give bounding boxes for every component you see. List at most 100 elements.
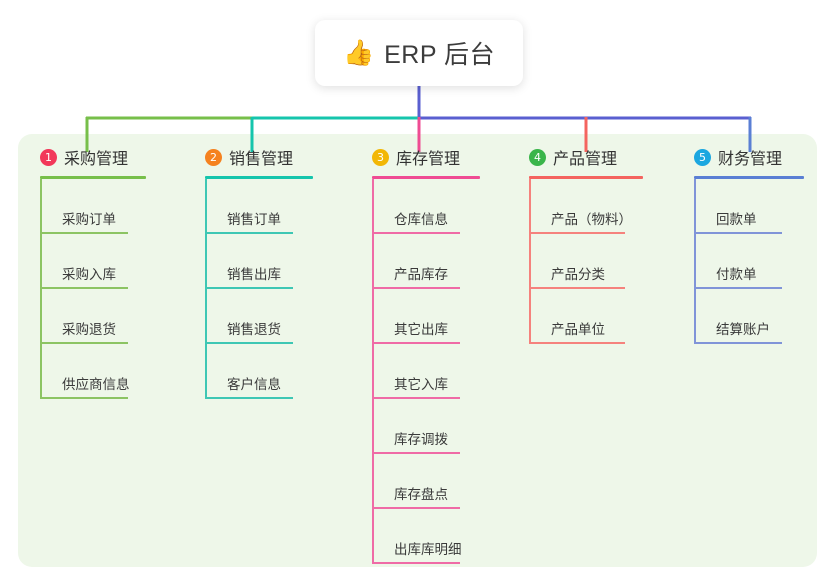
branch-underline	[694, 176, 804, 179]
branch-item-underline	[40, 397, 128, 399]
branch-item[interactable]: 销售订单	[205, 179, 313, 234]
branch-item-stem	[694, 179, 696, 234]
branch-header-5[interactable]: 5 财务管理	[694, 146, 804, 168]
branch-header-1[interactable]: 1 采购管理	[40, 146, 146, 168]
branch-item-label: 产品分类	[551, 267, 605, 282]
branch-item[interactable]: 产品（物料）	[529, 179, 643, 234]
branch-item-label: 库存盘点	[394, 487, 448, 502]
branch-item-underline	[694, 342, 782, 344]
branch-item-underline	[205, 232, 293, 234]
branch-item[interactable]: 销售出库	[205, 234, 313, 289]
branch-header-2[interactable]: 2 销售管理	[205, 146, 313, 168]
branch-item[interactable]: 客户信息	[205, 344, 313, 399]
branch-item[interactable]: 其它出库	[372, 289, 480, 344]
branch-item-stem	[372, 399, 374, 454]
branch-item-stem	[40, 289, 42, 344]
branch-column-5: 5 财务管理回款单付款单结算账户	[694, 146, 804, 344]
branch-item-underline	[205, 342, 293, 344]
branch-item-label: 回款单	[716, 212, 757, 227]
branch-item-label: 其它入库	[394, 377, 448, 392]
diagram-panel	[18, 134, 817, 567]
branch-item-label: 销售出库	[227, 267, 281, 282]
branch-item-underline	[372, 397, 460, 399]
branch-item-stem	[372, 179, 374, 234]
branch-item-label: 结算账户	[716, 322, 770, 337]
branch-item[interactable]: 销售退货	[205, 289, 313, 344]
branch-item-underline	[529, 287, 625, 289]
branch-item-stem	[40, 344, 42, 399]
branch-item-label: 采购入库	[62, 267, 116, 282]
thumbs-up-icon: 👍	[342, 38, 375, 67]
branch-item-label: 客户信息	[227, 377, 281, 392]
branch-item-stem	[694, 234, 696, 289]
branch-index-badge: 5	[694, 148, 711, 166]
branch-item-underline	[40, 232, 128, 234]
branch-index-badge: 3	[372, 148, 389, 166]
branch-item-label: 供应商信息	[62, 377, 130, 392]
branch-item-underline	[529, 342, 625, 344]
branch-item-label: 产品库存	[394, 267, 448, 282]
branch-item-stem	[372, 344, 374, 399]
branch-item[interactable]: 供应商信息	[40, 344, 146, 399]
branch-item-underline	[372, 507, 460, 509]
branch-item-stem	[372, 234, 374, 289]
branch-title: 销售管理	[229, 151, 294, 168]
branch-item-stem	[205, 289, 207, 344]
branch-item-list: 产品（物料） 产品分类产品单位	[529, 179, 643, 344]
branch-item-stem	[529, 179, 531, 234]
branch-item-stem	[694, 289, 696, 344]
branch-item-underline	[372, 562, 460, 564]
branch-item-list: 回款单付款单结算账户	[694, 179, 804, 344]
branch-item[interactable]: 结算账户	[694, 289, 804, 344]
branch-item-stem	[529, 234, 531, 289]
branch-underline	[529, 176, 643, 179]
branch-column-2: 2 销售管理销售订单销售出库销售退货客户信息	[205, 146, 313, 399]
branch-item-underline	[372, 452, 460, 454]
branch-item[interactable]: 产品分类	[529, 234, 643, 289]
branch-item-underline	[40, 287, 128, 289]
branch-item-underline	[372, 232, 460, 234]
branch-item[interactable]: 仓库信息	[372, 179, 480, 234]
branch-item-label: 采购退货	[62, 322, 116, 337]
branch-item[interactable]: 回款单	[694, 179, 804, 234]
branch-item-label: 产品（物料）	[551, 212, 632, 227]
branch-item-stem	[40, 179, 42, 234]
branch-title: 产品管理	[553, 151, 618, 168]
branch-header-4[interactable]: 4 产品管理	[529, 146, 643, 168]
branch-item[interactable]: 库存盘点	[372, 454, 480, 509]
branch-item[interactable]: 出库库明细	[372, 509, 480, 564]
branch-index-badge: 4	[529, 148, 546, 166]
root-node-card[interactable]: 👍 ERP 后台	[315, 20, 523, 86]
branch-item[interactable]: 付款单	[694, 234, 804, 289]
branch-item[interactable]: 采购退货	[40, 289, 146, 344]
branch-index-badge: 2	[205, 148, 222, 166]
branch-item-label: 销售退货	[227, 322, 281, 337]
branch-item-list: 销售订单销售出库销售退货客户信息	[205, 179, 313, 399]
branch-underline	[40, 176, 146, 179]
branch-column-4: 4 产品管理产品（物料） 产品分类产品单位	[529, 146, 643, 344]
branch-item[interactable]: 产品单位	[529, 289, 643, 344]
branch-item-underline	[372, 287, 460, 289]
branch-item[interactable]: 采购入库	[40, 234, 146, 289]
branch-item-underline	[205, 287, 293, 289]
branch-item-label: 仓库信息	[394, 212, 448, 227]
branch-title: 财务管理	[718, 151, 783, 168]
branch-item[interactable]: 采购订单	[40, 179, 146, 234]
branch-title: 采购管理	[64, 151, 129, 168]
branch-index-badge: 1	[40, 148, 57, 166]
branch-item-stem	[372, 289, 374, 344]
branch-item[interactable]: 库存调拨	[372, 399, 480, 454]
branch-item-label: 产品单位	[551, 322, 605, 337]
branch-item-label: 其它出库	[394, 322, 448, 337]
branch-item[interactable]: 产品库存	[372, 234, 480, 289]
branch-item-underline	[205, 397, 293, 399]
branch-item-stem	[205, 234, 207, 289]
branch-item-underline	[529, 232, 625, 234]
branch-item[interactable]: 其它入库	[372, 344, 480, 399]
page-title: ERP 后台	[384, 41, 496, 69]
branch-item-underline	[372, 342, 460, 344]
branch-item-underline	[694, 287, 782, 289]
branch-item-underline	[40, 342, 128, 344]
